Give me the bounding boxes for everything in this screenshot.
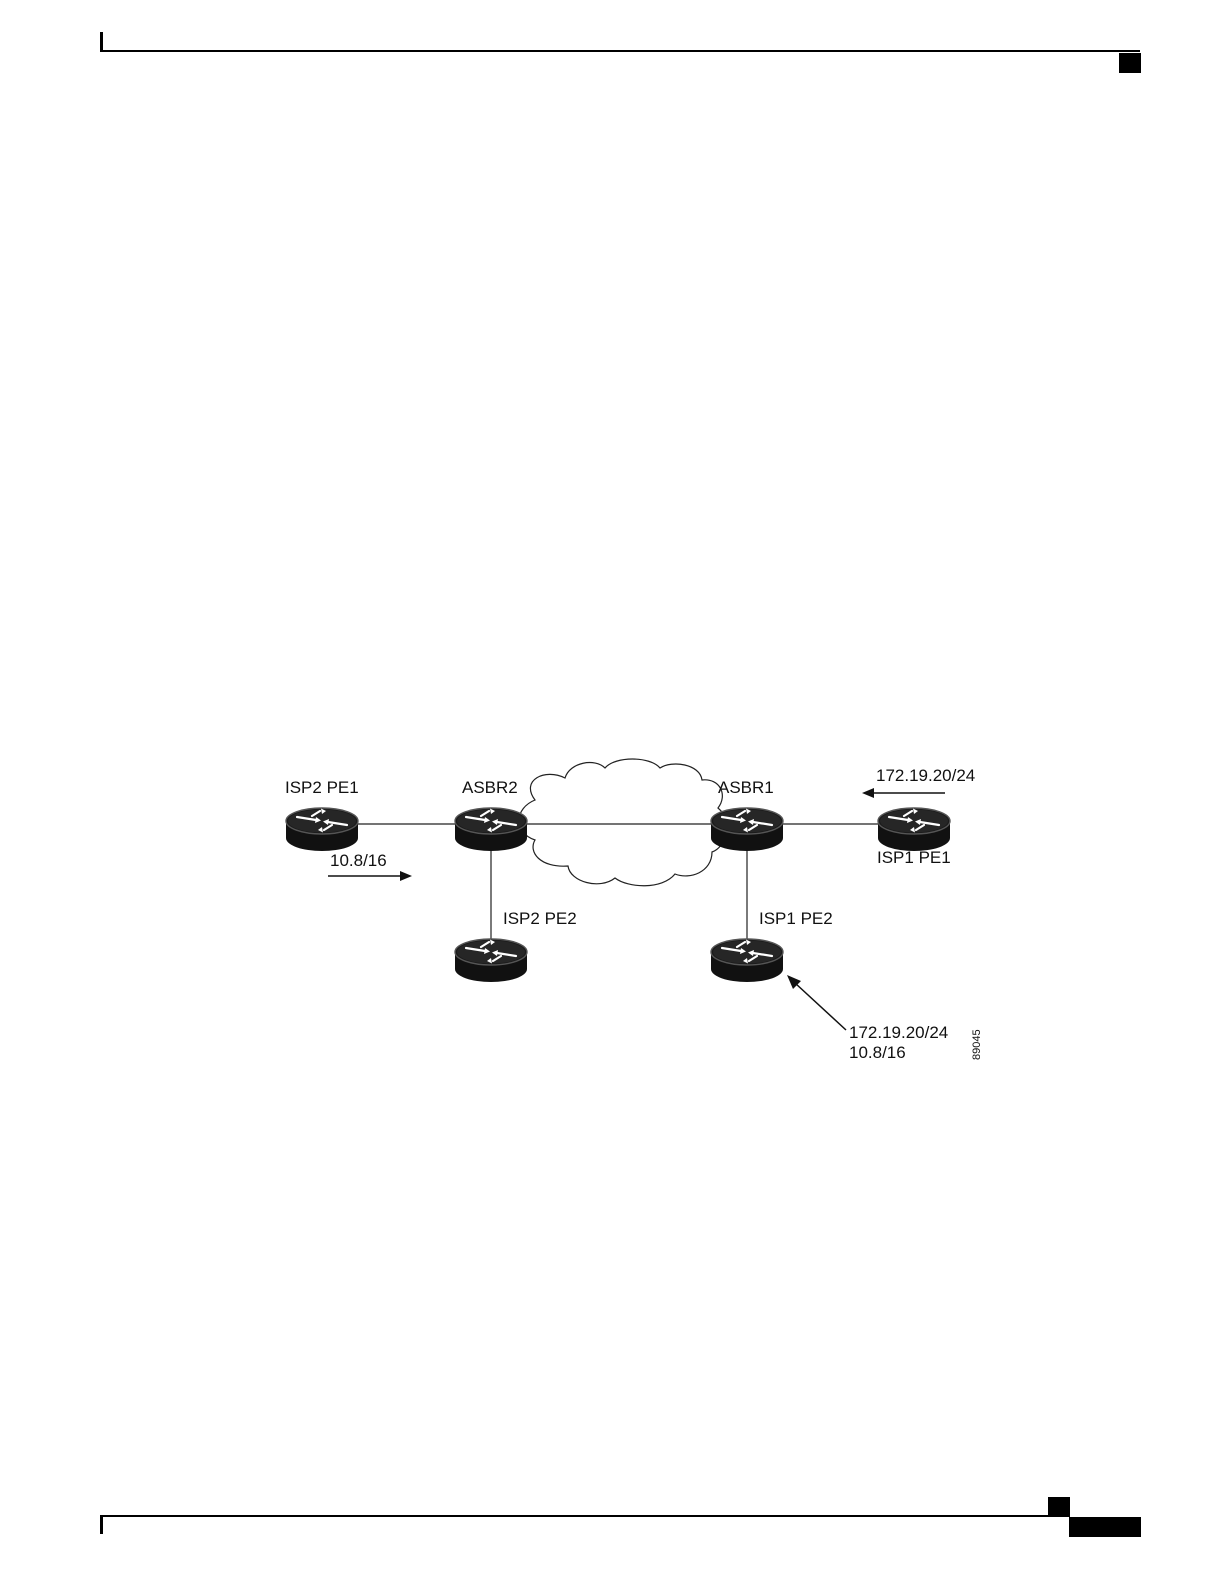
isp1-prefix-label: 172.19.20/24 xyxy=(876,766,975,785)
router-label-isp1-pe2: ISP1 PE2 xyxy=(759,909,833,928)
router-label-isp1-pe1: ISP1 PE1 xyxy=(877,848,951,867)
router-icon-isp1-pe1 xyxy=(878,808,950,851)
router-icon-isp2-pe2 xyxy=(455,939,527,982)
network-cloud xyxy=(519,759,727,886)
isp1-pe2-prefix-label-line1: 172.19.20/24 xyxy=(849,1023,948,1042)
router-icon-asbr1 xyxy=(711,808,783,851)
isp2-prefix-label: 10.8/16 xyxy=(330,851,387,870)
router-label-asbr2: ASBR2 xyxy=(462,778,518,797)
router-label-asbr1: ASBR1 xyxy=(718,778,774,797)
isp1-pe2-prefix-label-line2: 10.8/16 xyxy=(849,1043,906,1062)
router-label-isp2-pe1: ISP2 PE1 xyxy=(285,778,359,797)
router-icon-isp2-pe1 xyxy=(286,808,358,851)
router-icon-isp1-pe2 xyxy=(711,939,783,982)
isp2-route-arrow-head xyxy=(400,871,412,881)
router-label-isp2-pe2: ISP2 PE2 xyxy=(503,909,577,928)
isp1-pe2-route-arrow-line xyxy=(795,983,846,1030)
router-icon-asbr2 xyxy=(455,808,527,851)
isp1-pe1-route-arrow-head xyxy=(862,788,874,798)
figure-id: 89045 xyxy=(971,1029,983,1060)
